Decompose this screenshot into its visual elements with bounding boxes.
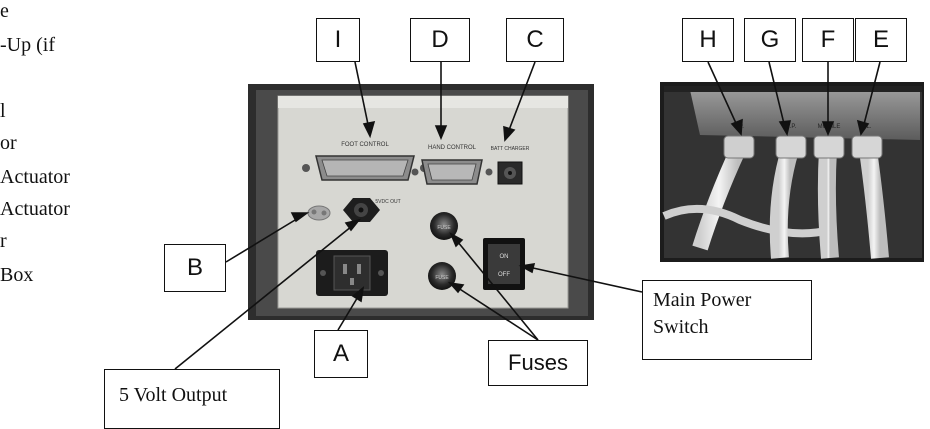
fuse-label-bottom: FUSE (435, 275, 449, 281)
switch-on-label: ON (500, 254, 509, 260)
arrow-e (861, 61, 881, 133)
fuses-callout: Fuses (488, 340, 588, 386)
label-g: G (744, 18, 796, 62)
foot-control-connector: FOOT CONTROL (302, 142, 428, 181)
switch-off-label: OFF (498, 272, 510, 278)
hand-control-label: HAND CONTROL (428, 145, 477, 151)
arrow-main-power (523, 265, 643, 293)
left-text-column: e -Up (if l or Actuator Actuator r Box (0, 0, 120, 320)
left-text-line: or (0, 132, 17, 154)
arrow-fuses-top (452, 235, 539, 341)
arrow-fuses-bottom (451, 283, 539, 341)
arrow-b (225, 213, 306, 263)
connector-g: S.P. (775, 124, 807, 159)
hand-control-connector: HAND CONTROL (411, 145, 493, 185)
connector-e: BL. (851, 124, 883, 159)
arrow-h (707, 61, 741, 133)
left-text-line: -Up (if (0, 34, 55, 56)
five-vdc-label: 5VDC OUT (375, 199, 400, 205)
label-a: A (314, 330, 368, 378)
left-text-line: Box (0, 264, 34, 286)
arrow-c (505, 61, 536, 139)
fuse-holder-top: FUSE (430, 212, 458, 240)
left-text-line: r (0, 230, 7, 252)
left-text-line: Actuator (0, 166, 70, 188)
power-inlet (316, 250, 388, 296)
arrow-five-volt (174, 221, 358, 370)
main-power-switch-callout: Main Power Switch (642, 280, 812, 360)
five-volt-output-callout: 5 Volt Output (104, 369, 280, 429)
left-text-line: e (0, 0, 9, 22)
left-text-line: Actuator (0, 198, 70, 220)
control-panel-photo: FOOT CONTROL HAND CONTROL BATT CHARGER 5… (248, 84, 594, 320)
label-b: B (164, 244, 226, 292)
batt-charger-label: BATT CHARGER (491, 146, 530, 152)
label-i: I (316, 18, 360, 62)
fuse-label-top: FUSE (437, 225, 451, 231)
connector-g-label: S.P. (786, 124, 797, 130)
five-volt-output-jack: 5VDC OUT (343, 198, 401, 222)
arrow-g (768, 61, 787, 133)
foot-control-label: FOOT CONTROL (341, 142, 389, 148)
label-f: F (802, 18, 854, 62)
connector-e-label: BL. (862, 124, 871, 130)
label-d: D (410, 18, 470, 62)
arrows (174, 61, 881, 370)
connector-box-photo: L.P. S.P. MOBILE BL. (660, 82, 924, 262)
left-text-line: l (0, 100, 6, 122)
power-switch: ON OFF (483, 238, 525, 290)
label-h: H (682, 18, 734, 62)
arrow-i (354, 61, 371, 135)
batt-charger-jack: BATT CHARGER (491, 146, 530, 185)
label-e: E (855, 18, 907, 62)
label-c: C (506, 18, 564, 62)
ground-terminal (307, 205, 331, 221)
